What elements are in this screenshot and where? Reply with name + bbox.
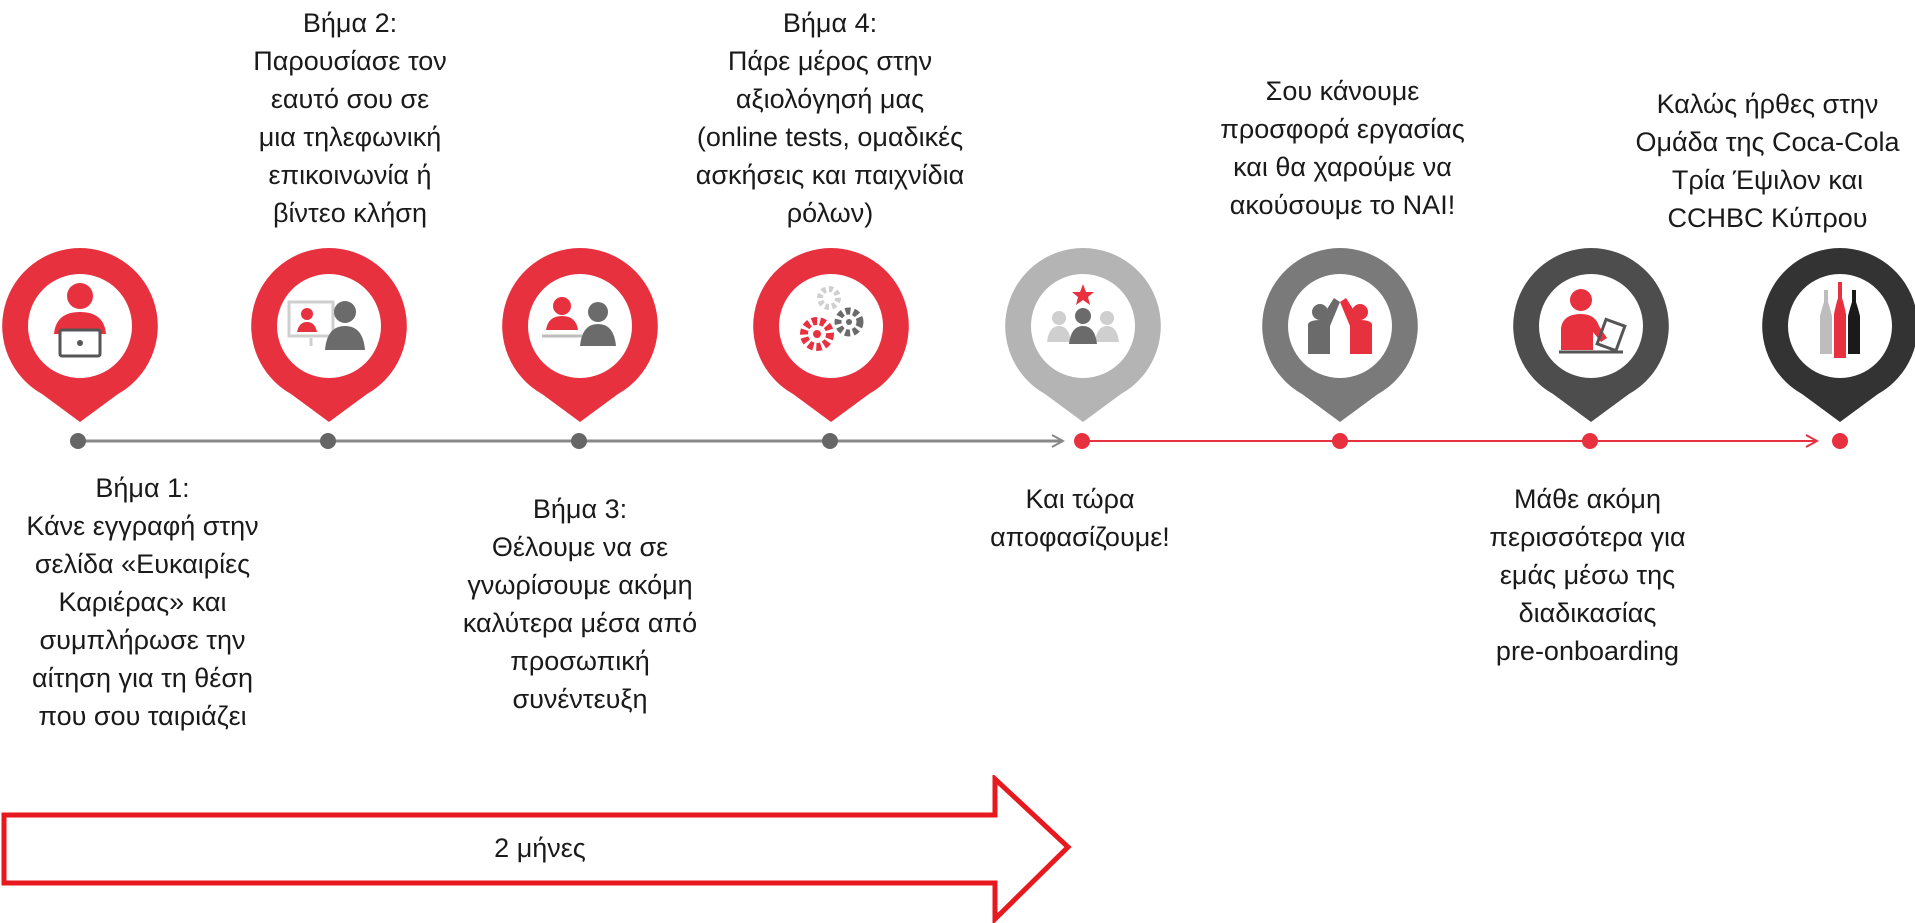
person-writing-icon: [1513, 248, 1669, 422]
team-star-icon: [1005, 248, 1161, 422]
step-3-pin: [500, 246, 660, 426]
step-8-pin: [1760, 246, 1915, 426]
step-1-text: Βήμα 1: Κάνε εγγραφή στην σελίδα «Ευκαιρ…: [26, 473, 259, 731]
timeline-dot: [70, 433, 86, 449]
gears-icon: [753, 248, 909, 422]
interview-icon: [502, 248, 658, 422]
step-7-pin: [1511, 246, 1671, 426]
step-7-text: Μάθε ακόμη περισσότερα για εμάς μέσω της…: [1489, 484, 1686, 666]
step-5-text: Και τώρα αποφασίζουμε!: [990, 484, 1170, 552]
step-5-pin: [1003, 246, 1163, 426]
bottles-icon: [1762, 248, 1915, 422]
step-4-text: Βήμα 4: Πάρε μέρος στην αξιολόγησή μας (…: [695, 8, 965, 228]
timeline-dot: [320, 433, 336, 449]
step-2-text: Βήμα 2: Παρουσίασε τον εαυτό σου σε μια …: [253, 8, 447, 228]
step-1-pin: [0, 246, 160, 426]
timeline-dot: [822, 433, 838, 449]
step-6-text: Σου κάνουμε προσφορά εργασίας και θα χαρ…: [1220, 76, 1465, 220]
timeline-dot: [1832, 433, 1848, 449]
timeline-dot: [1332, 433, 1348, 449]
step-8-text: Καλώς ήρθες στην Ομάδα της Coca-Cola Τρί…: [1635, 89, 1900, 233]
duration-arrow: [1, 775, 1072, 923]
step-3-text: Βήμα 3: Θέλουμε να σε γνωρίσουμε ακόμη κ…: [462, 494, 698, 714]
timeline-dot: [1582, 433, 1598, 449]
timeline-dot: [571, 433, 587, 449]
duration-label: 2 μήνες: [494, 833, 586, 863]
step-6-pin: [1260, 246, 1420, 426]
step-4-pin: [751, 246, 911, 426]
high-five-icon: [1262, 248, 1418, 422]
person-laptop-icon: [2, 248, 158, 422]
step-2-pin: [249, 246, 409, 426]
video-call-icon: [251, 248, 407, 422]
timeline-dot: [1074, 433, 1090, 449]
